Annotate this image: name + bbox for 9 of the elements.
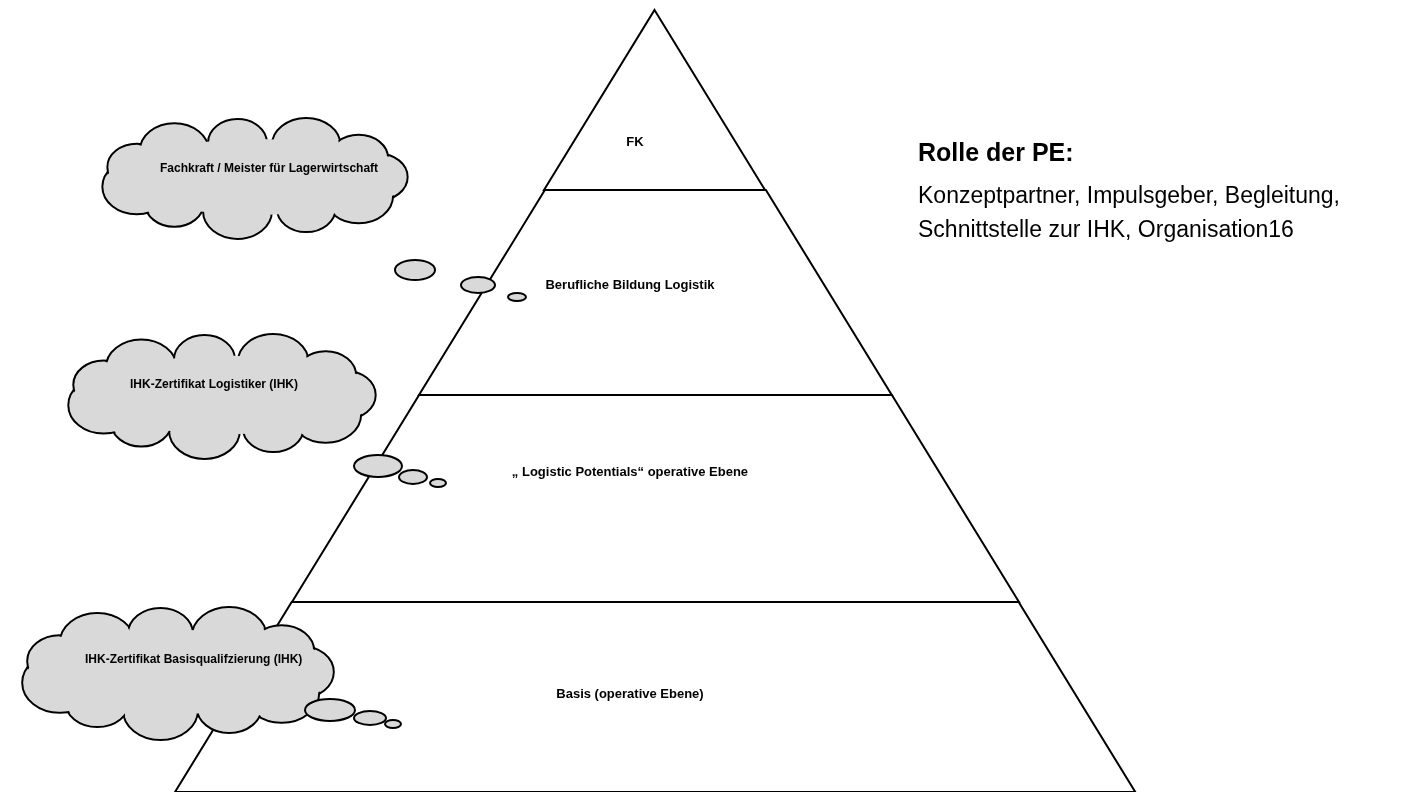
cloud-label: IHK-Zertifikat Basisqualifzierung (IHK) (85, 651, 304, 668)
body-text: Konzeptpartner, Impulsgeber, Begleitung, Schnittstelle zur IHK, Organisation16 (918, 181, 1341, 244)
cloud-label: IHK-Zertifikat Logistiker (IHK) (130, 376, 299, 393)
level-label: „ Logistic Potentials“ operative Ebene (510, 463, 750, 481)
heading: Rolle der PE: (918, 138, 1074, 167)
level-label: Berufliche Bildung Logistik (544, 276, 716, 294)
level-label: Basis (operative Ebene) (555, 685, 705, 703)
level-label: FK (625, 133, 645, 151)
cloud-label: Fachkraft / Meister für Lagerwirtschaft (160, 160, 380, 177)
